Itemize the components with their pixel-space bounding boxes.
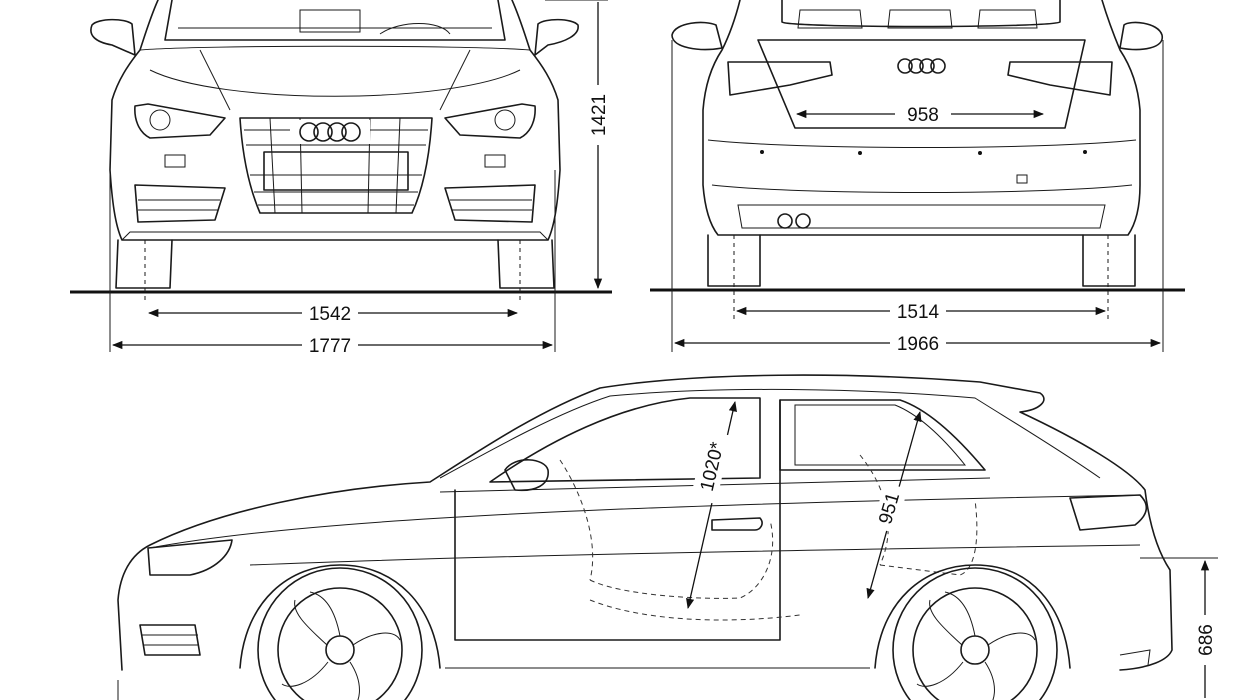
- front-left-mirror: [90, 18, 136, 56]
- front-right-fog-lamp: [444, 184, 536, 223]
- tailgate: [757, 39, 1086, 129]
- rear-right-taillight: [1007, 61, 1113, 96]
- label-rear-tailgate: 958: [907, 105, 939, 126]
- exhaust-tip-left: [777, 213, 793, 229]
- front-right-mirror: [534, 18, 579, 56]
- rear-left-taillight: [727, 61, 833, 96]
- label-front-track: 1542: [309, 304, 351, 325]
- rear-right-tyre: [1082, 234, 1136, 287]
- front-body-outline: [109, 0, 561, 241]
- front-left-fog-lamp: [134, 184, 226, 223]
- side-front-window: [489, 397, 761, 483]
- rear-view: 958 1514 1966: [650, 0, 1185, 355]
- side-headlight: [147, 539, 233, 576]
- front-seat-outline: [559, 459, 594, 581]
- exhaust-tip-right: [795, 213, 811, 229]
- side-mirror: [504, 459, 549, 492]
- front-view: 1421 1542 1777: [70, 0, 612, 357]
- front-license-plate: [263, 151, 409, 191]
- label-front-height: 1421: [589, 94, 610, 136]
- rear-window: [781, 0, 1061, 28]
- door-handle: [711, 517, 763, 531]
- rear-right-mirror: [1119, 21, 1163, 51]
- front-left-headlight: [134, 103, 226, 139]
- side-rear-wheel: [874, 564, 1071, 700]
- front-grille: [239, 117, 433, 214]
- side-taillight: [1069, 494, 1148, 531]
- audi-logo-front: [290, 120, 370, 144]
- label-loading-sill: 686: [1196, 624, 1217, 656]
- front-windshield: [164, 0, 506, 41]
- side-door: [454, 399, 781, 641]
- side-view: 1020* 951 686: [117, 374, 1218, 700]
- rear-view-mirror: [299, 9, 361, 33]
- front-right-headlight: [444, 103, 536, 139]
- rear-left-mirror: [671, 21, 723, 51]
- side-rear-window: [779, 399, 986, 471]
- label-rear-headroom: 951: [875, 490, 904, 526]
- rear-body-outline: [702, 0, 1141, 236]
- side-body-outline: [117, 374, 1173, 671]
- side-exhaust: [1119, 649, 1151, 666]
- front-right-tyre: [497, 239, 555, 289]
- audi-logo-rear: [897, 58, 946, 74]
- side-front-wheel: [239, 564, 441, 700]
- front-left-tyre: [115, 239, 173, 289]
- steering-wheel: [379, 23, 451, 35]
- label-rear-width: 1966: [897, 334, 939, 355]
- label-front-width: 1777: [309, 336, 351, 357]
- side-front-air-intake: [139, 624, 201, 656]
- label-rear-track: 1514: [897, 302, 940, 323]
